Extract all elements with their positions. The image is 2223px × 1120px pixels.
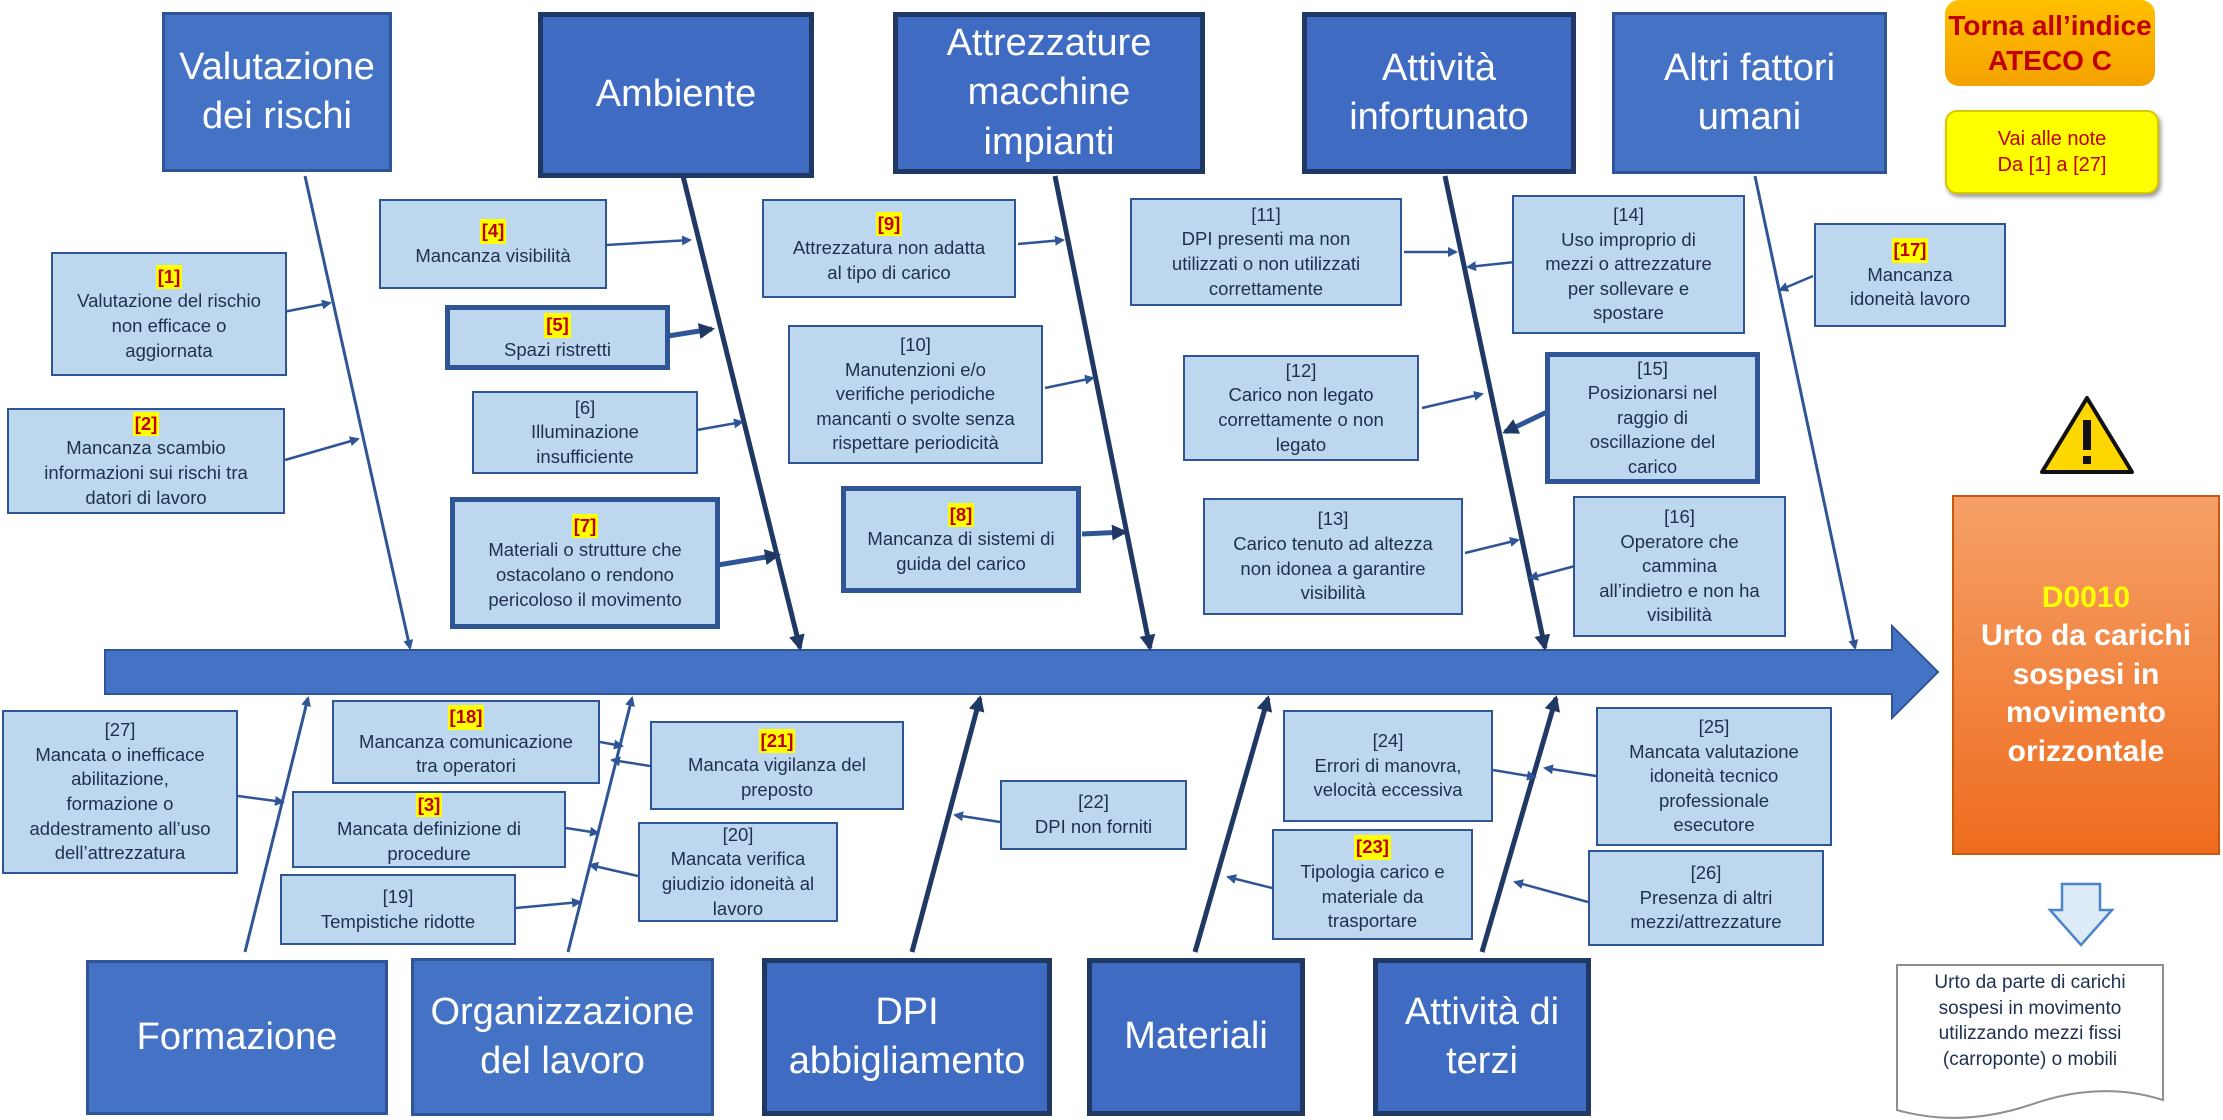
- back-to-index-button[interactable]: Torna all’indice ATECO C: [1945, 0, 2155, 86]
- effect-title: Urto da carichi sospesi in movimento ori…: [1980, 619, 2192, 768]
- effect-box: D0010 Urto da carichi sospesi in movimen…: [1952, 495, 2220, 855]
- cause-box: [9]Attrezzatura non adatta al tipo di ca…: [762, 199, 1016, 298]
- arrow-cause-3: [565, 826, 600, 837]
- cause-box: [1]Valutazione del rischio non efficace …: [51, 252, 287, 376]
- cause-box: [20]Mancata verifica giudizio idoneità a…: [638, 822, 838, 922]
- category-attivita-infortunato: Attività infortunato: [1302, 12, 1576, 174]
- arrow-cause-14: [1466, 260, 1516, 272]
- arrow-cause-26: [1513, 879, 1589, 904]
- cause-box: [24]Errori di manovra, velocità eccessiv…: [1283, 710, 1493, 822]
- cause-box: [25]Mancata valutazione idoneità tecnico…: [1596, 707, 1832, 846]
- arrow-cause-12: [1421, 390, 1484, 410]
- category-organizzazione-lavoro: Organizzazione del lavoro: [411, 958, 714, 1116]
- arrow-cause-7: [717, 549, 781, 568]
- cause-box: [13]Carico tenuto ad altezza non idonea …: [1203, 498, 1463, 615]
- arrow-cause-22: [953, 811, 1001, 824]
- arrow-cause-9: [1017, 235, 1065, 246]
- arrow-cause-24: [1492, 768, 1537, 781]
- cause-box: [3]Mancata definizione di procedure: [292, 791, 566, 868]
- cause-box: [12]Carico non legato correttamente o no…: [1183, 355, 1419, 461]
- bone-ambiente: [680, 175, 805, 651]
- arrow-cause-21: [610, 756, 651, 768]
- arrow-cause-8: [1081, 524, 1128, 541]
- warning-icon: [2040, 396, 2134, 474]
- arrow-cause-4: [605, 235, 692, 247]
- cause-box: [21]Mancata vigilanza del preposto: [650, 721, 904, 810]
- cause-box: [5]Spazi ristretti: [445, 305, 670, 370]
- cause-box: [6]Illuminazione insufficiente: [472, 391, 698, 474]
- cause-box: [7]Materiali o strutture che ostacolano …: [450, 497, 720, 629]
- category-ambiente: Ambiente: [538, 12, 814, 178]
- arrow-cause-16: [1528, 564, 1576, 581]
- bone-attivita-infortunato: [1442, 175, 1551, 651]
- note-text: Urto da parte di carichi sospesi in movi…: [1934, 972, 2126, 1070]
- arrow-cause-19: [515, 897, 582, 910]
- cause-box: [17]Mancanza idoneità lavoro: [1814, 223, 2006, 327]
- arrow-cause-2: [284, 436, 360, 462]
- arrow-cause-20: [588, 861, 639, 878]
- category-altri-fattori-umani: Altri fattori umani: [1612, 12, 1887, 174]
- bone-dpi: [909, 695, 985, 953]
- arrow-cause-6: [696, 418, 744, 432]
- bone-attivita-terzi: [1479, 695, 1561, 953]
- arrow-cause-5: [667, 323, 715, 339]
- arrow-cause-23: [1226, 874, 1273, 890]
- effect-code: D0010: [2041, 581, 2131, 615]
- cause-box: [4]Mancanza visibilità: [379, 199, 607, 289]
- arrow-cause-15: [1502, 409, 1549, 435]
- cause-box: [10]Manutenzioni e/o verifiche periodich…: [788, 325, 1043, 464]
- go-to-notes-button[interactable]: Vai alle note Da [1] a [27]: [1945, 110, 2159, 194]
- bone-valutazione-rischi: [303, 175, 414, 650]
- arrow-cause-10: [1044, 374, 1095, 390]
- arrow-cause-25: [1543, 764, 1597, 778]
- cause-box: [22]DPI non forniti: [1000, 780, 1187, 850]
- arrow-down-icon: [2047, 882, 2115, 947]
- cause-box: [19]Tempistiche ridotte: [280, 874, 516, 945]
- category-formazione: Formazione: [86, 960, 388, 1115]
- cause-box: [14]Uso improprio di mezzi o attrezzatur…: [1512, 195, 1745, 334]
- arrow-cause-27: [237, 794, 285, 806]
- cause-box: [15]Posizionarsi nel raggio di oscillazi…: [1545, 352, 1760, 484]
- main-spine-arrow: [104, 623, 1940, 721]
- bone-formazione: [243, 696, 311, 953]
- cause-box: [27]Mancata o inefficace abilitazione, f…: [2, 710, 238, 874]
- category-attrezzature: Attrezzature macchine impianti: [893, 12, 1205, 174]
- cause-box: [18]Mancanza comunicazione tra operatori: [332, 700, 600, 784]
- arrow-cause-1: [282, 299, 332, 314]
- bone-altri-fattori: [1753, 175, 1859, 650]
- bone-attrezzature: [1052, 175, 1156, 651]
- cause-box: [8]Mancanza di sistemi di guida del cari…: [841, 486, 1081, 593]
- note-document-shape: [1896, 964, 2164, 1119]
- category-valutazione-rischi: Valutazione dei rischi: [162, 12, 392, 172]
- cause-box: [2]Mancanza scambio informazioni sui ris…: [7, 408, 285, 514]
- cause-box: [26]Presenza di altri mezzi/attrezzature: [1588, 850, 1824, 946]
- category-attivita-terzi: Attività di terzi: [1373, 958, 1591, 1116]
- category-materiali: Materiali: [1087, 958, 1305, 1116]
- cause-box: [16]Operatore che cammina all’indietro e…: [1573, 496, 1786, 637]
- arrow-cause-17: [1778, 274, 1814, 292]
- arrow-cause-18: [599, 739, 624, 750]
- bone-materiali: [1192, 695, 1273, 953]
- cause-box: [11]DPI presenti ma non utilizzati o non…: [1130, 198, 1402, 306]
- cause-box: [23]Tipologia carico e materiale da tras…: [1272, 829, 1473, 940]
- category-dpi-abbigliamento: DPI abbigliamento: [762, 958, 1052, 1116]
- arrow-cause-13: [1464, 537, 1520, 555]
